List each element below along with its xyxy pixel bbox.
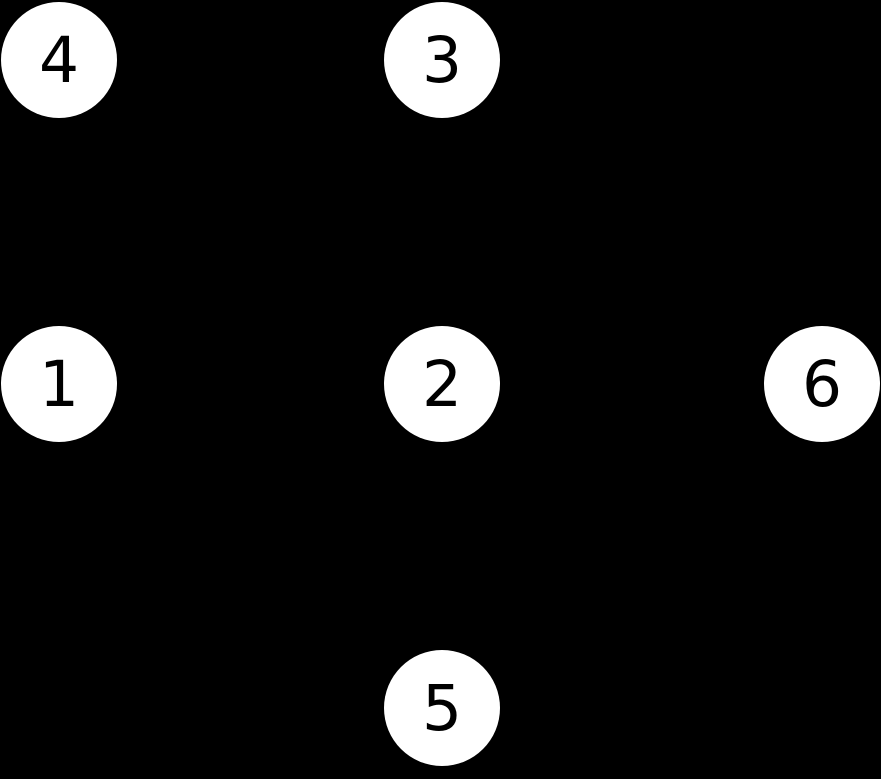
graph-node-label: 6 bbox=[801, 347, 843, 421]
graph-node-1: 1 bbox=[1, 326, 117, 442]
graph-node-label: 5 bbox=[421, 671, 463, 745]
graph-node-6: 6 bbox=[764, 326, 880, 442]
graph-node-5: 5 bbox=[384, 650, 500, 766]
graph-node-label: 2 bbox=[421, 347, 463, 421]
graph-node-label: 1 bbox=[38, 347, 80, 421]
graph-node-2: 2 bbox=[384, 326, 500, 442]
graph-node-4: 4 bbox=[1, 2, 117, 118]
graph-node-3: 3 bbox=[384, 2, 500, 118]
graph-node-label: 3 bbox=[421, 23, 463, 97]
graph-node-label: 4 bbox=[38, 23, 80, 97]
